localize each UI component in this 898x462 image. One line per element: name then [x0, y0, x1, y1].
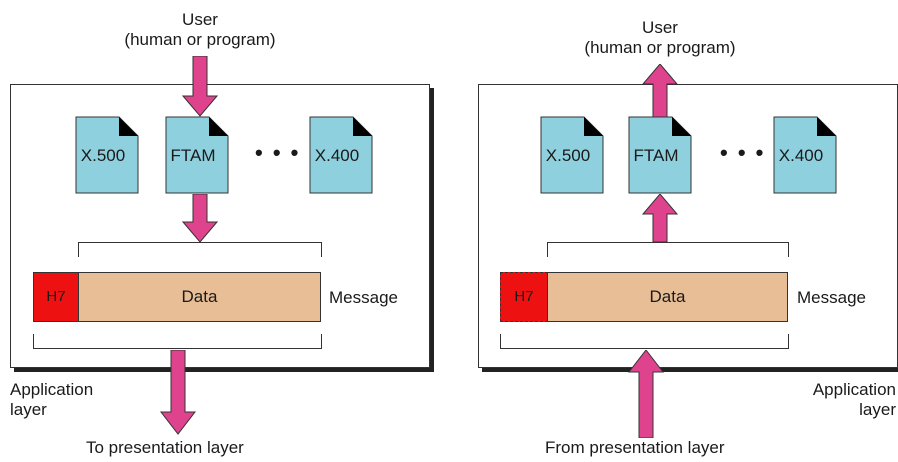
left-user-label: User (human or program)	[100, 10, 300, 50]
right-doc-x500: X.500	[540, 116, 604, 194]
right-doc-x400-label: X.400	[778, 146, 824, 165]
left-doc-x500: X.500	[75, 116, 139, 194]
left-doc-x500-label: X.500	[80, 146, 126, 165]
right-layer-line2: layer	[859, 400, 896, 419]
left-message-label: Message	[329, 288, 398, 307]
left-top-bracket	[78, 242, 322, 257]
left-doc-ftam: FTAM	[165, 116, 229, 194]
right-bottom-bracket	[500, 334, 789, 349]
left-doc-x400: X.400	[309, 116, 373, 194]
right-user-label: User (human or program)	[560, 18, 760, 58]
right-doc-x500-label: X.500	[545, 146, 591, 165]
left-h7-header: H7	[33, 272, 79, 322]
left-layer-label: Application layer	[10, 380, 93, 420]
right-data-box: Data	[547, 272, 788, 322]
left-user-line1: User	[182, 10, 218, 29]
left-user-arrow	[181, 56, 219, 117]
left-data-box: Data	[78, 272, 321, 322]
right-user-arrow	[641, 64, 679, 118]
left-ellipsis: • • •	[255, 140, 301, 165]
left-layer-line2: layer	[10, 400, 47, 419]
left-layer-line1: Application	[10, 380, 94, 399]
right-user-line2: (human or program)	[584, 38, 736, 57]
left-ftam-arrow	[181, 194, 219, 243]
right-doc-ftam: FTAM	[628, 116, 692, 194]
right-h7-header: H7	[500, 272, 548, 322]
right-doc-ftam-label: FTAM	[633, 146, 679, 165]
right-layer-label: Application layer	[770, 380, 896, 420]
left-bottom-label: To presentation layer	[86, 438, 244, 457]
right-ftam-arrow	[641, 194, 679, 243]
right-top-bracket	[547, 242, 789, 257]
right-bottom-arrow	[627, 350, 665, 438]
right-ellipsis: • • •	[720, 140, 766, 165]
left-user-line2: (human or program)	[124, 30, 276, 49]
right-layer-line1: Application	[812, 380, 896, 399]
right-user-line1: User	[642, 18, 678, 37]
left-bottom-bracket	[33, 334, 322, 349]
left-bottom-arrow	[159, 350, 197, 435]
left-doc-x400-label: X.400	[314, 146, 360, 165]
left-doc-ftam-label: FTAM	[170, 146, 216, 165]
right-bottom-label: From presentation layer	[545, 438, 725, 457]
right-message-label: Message	[797, 288, 866, 307]
right-doc-x400: X.400	[773, 116, 837, 194]
